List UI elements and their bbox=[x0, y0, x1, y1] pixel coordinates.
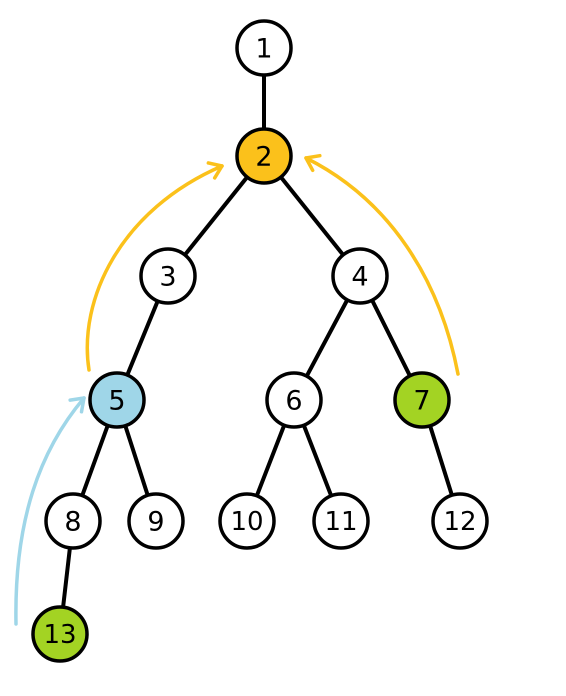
node-label: 1 bbox=[255, 34, 272, 65]
node-circle bbox=[139, 247, 197, 305]
tree-node-10: 10 bbox=[218, 492, 276, 550]
node-label: 8 bbox=[64, 507, 81, 538]
node-circle bbox=[265, 371, 323, 429]
node-label: 6 bbox=[285, 386, 302, 417]
node-circle bbox=[88, 371, 146, 429]
tree-node-11: 11 bbox=[312, 492, 370, 550]
tree-node-12: 12 bbox=[431, 492, 489, 550]
tree-node-13: 13 bbox=[31, 605, 89, 663]
arrow-curve bbox=[85, 164, 224, 372]
node-label: 10 bbox=[230, 507, 263, 537]
arrow-curve bbox=[14, 396, 86, 626]
node-circle bbox=[235, 127, 293, 185]
arrowhead bbox=[206, 161, 224, 180]
tree-node-5: 5 bbox=[88, 371, 146, 429]
arrows-layer bbox=[14, 153, 460, 626]
node-label: 7 bbox=[413, 386, 430, 417]
node-circle bbox=[218, 492, 276, 550]
node-circle bbox=[331, 247, 389, 305]
arrowhead bbox=[304, 153, 322, 173]
node-label: 11 bbox=[324, 507, 357, 537]
tree-node-4: 4 bbox=[331, 247, 389, 305]
node-circle bbox=[235, 19, 293, 77]
tree-node-7: 7 bbox=[393, 371, 451, 429]
arrowhead bbox=[68, 396, 86, 414]
node-label: 9 bbox=[147, 507, 164, 538]
node-circle bbox=[31, 605, 89, 663]
tree-node-6: 6 bbox=[265, 371, 323, 429]
node-label: 12 bbox=[443, 507, 476, 537]
node-circle bbox=[127, 492, 185, 550]
arrow-13-5 bbox=[14, 396, 86, 626]
node-circle bbox=[312, 492, 370, 550]
arrow-7-2 bbox=[304, 153, 460, 376]
node-label: 4 bbox=[351, 262, 368, 293]
node-circle bbox=[431, 492, 489, 550]
arrow-curve bbox=[304, 156, 460, 376]
node-label: 13 bbox=[43, 620, 76, 650]
node-label: 2 bbox=[255, 142, 272, 173]
node-label: 3 bbox=[159, 262, 176, 293]
arrow-5-2 bbox=[85, 161, 224, 372]
tree-node-9: 9 bbox=[127, 492, 185, 550]
node-circle bbox=[393, 371, 451, 429]
tree-node-8: 8 bbox=[44, 492, 102, 550]
tree-node-3: 3 bbox=[139, 247, 197, 305]
node-circle bbox=[44, 492, 102, 550]
tree-node-2: 2 bbox=[235, 127, 293, 185]
tree-node-1: 1 bbox=[235, 19, 293, 77]
node-label: 5 bbox=[108, 386, 125, 417]
